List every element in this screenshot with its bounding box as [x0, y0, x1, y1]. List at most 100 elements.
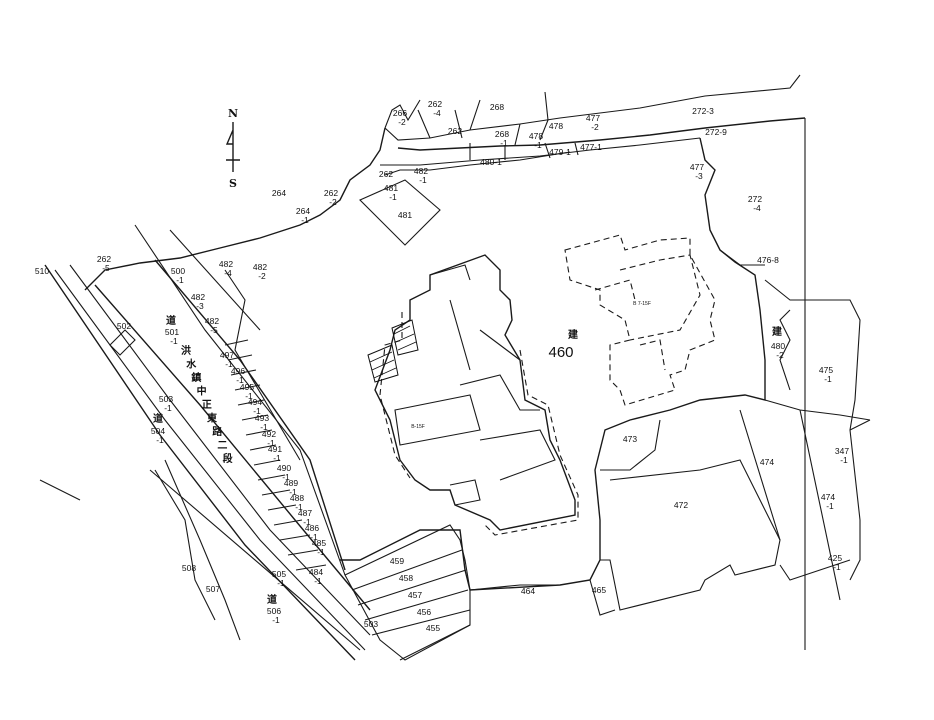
- parcel-subnumber: -2: [398, 117, 406, 127]
- parcel-label: 476-8: [757, 255, 779, 265]
- parcel-subnumber: -1: [317, 547, 325, 557]
- parcel-subnumber: -3: [196, 301, 204, 311]
- parcel-number: 508: [182, 563, 196, 573]
- building-west: B-15F: [367, 254, 579, 536]
- parcel-number: 262: [97, 254, 111, 264]
- parcel-number: 496: [231, 366, 245, 376]
- parcel-number: 502: [117, 321, 131, 331]
- parcel-label: 478: [549, 121, 563, 131]
- main-parcel-number: 460: [548, 344, 573, 361]
- parcel-label: 482-2: [253, 262, 267, 281]
- building-east-label: B 7-15F: [633, 301, 651, 307]
- parcel-label: 262-4: [428, 99, 442, 118]
- parcel-label: 508: [182, 563, 196, 573]
- strip-parcels: [224, 339, 327, 571]
- parcel-subnumber: -1: [314, 576, 322, 586]
- road-name-char: 水: [185, 358, 197, 371]
- parcel-label: 482-5: [205, 316, 219, 335]
- parcel-number: 464: [521, 586, 535, 596]
- parcel-label: 458: [399, 573, 413, 583]
- parcel-subnumber: -4: [433, 108, 441, 118]
- parcel-label: 507: [206, 584, 220, 594]
- parcel-label: 502: [117, 321, 131, 331]
- parcel-subnumber: -1: [273, 453, 281, 463]
- parcel-number: 262: [324, 188, 338, 198]
- parcel-number: 481: [398, 210, 412, 220]
- road-mark-2: 道: [153, 412, 163, 425]
- parcel-label: 477-2: [586, 113, 600, 132]
- parcel-label: 472: [674, 500, 688, 510]
- parcel-number: 262: [379, 169, 393, 179]
- parcel-number: 497: [220, 350, 234, 360]
- parcel-number: 472: [674, 500, 688, 510]
- parcel-number: 482: [253, 262, 267, 272]
- parcel-number: 268: [495, 129, 509, 139]
- parcel-label: 480-2: [771, 341, 785, 360]
- parcel-label: 459: [390, 556, 404, 566]
- parcel-label: 482-4: [219, 259, 233, 278]
- parcel-number: 507: [206, 584, 220, 594]
- parcel-label: 482-3: [191, 292, 205, 311]
- parcel-label: 504-1: [151, 426, 165, 445]
- parcel-subnumber: -1: [277, 578, 285, 588]
- parcel-number: 262: [428, 99, 442, 109]
- parcel-number: 490: [277, 463, 291, 473]
- parcel-subnumber: -1: [260, 422, 268, 432]
- parcel-label: 474-1: [821, 492, 835, 511]
- parcel-label: 506-1: [267, 606, 281, 625]
- parcel-subnumber: -1: [295, 502, 303, 512]
- parcel-label: 481-1: [384, 183, 398, 202]
- parcel-number: 479-1: [549, 147, 571, 157]
- parcel-number: 482: [414, 166, 428, 176]
- parcel-subnumber: -4: [753, 203, 761, 213]
- parcel-label: 503-1: [159, 394, 173, 413]
- parcel-number: 478: [529, 131, 543, 141]
- parcel-subnumber: -1: [282, 472, 290, 482]
- parcel-number: 491: [268, 444, 282, 454]
- parcel-label: 478-1: [529, 131, 543, 150]
- parcel-number: 478: [549, 121, 563, 131]
- road-bands: [39, 224, 371, 661]
- parcel-number: 459: [390, 556, 404, 566]
- parcel-number: 266: [393, 108, 407, 118]
- parcel-number: 476-8: [757, 255, 779, 265]
- parcel-subnumber: -3: [695, 171, 703, 181]
- parcel-subnumber: -1: [164, 403, 172, 413]
- parcel-label: 497-1: [220, 350, 234, 369]
- parcel-label: 486-1: [305, 523, 319, 542]
- parcel-subnumber: -1: [289, 487, 297, 497]
- main-parcel-outline: [340, 137, 871, 616]
- parcel-label: 272-3: [692, 106, 714, 116]
- parcel-number: 474: [821, 492, 835, 502]
- parcel-label: 479-1: [549, 147, 571, 157]
- parcel-label: 503: [364, 619, 378, 629]
- parcel-subnumber: -2: [258, 271, 266, 281]
- parcel-subnumber: -1: [389, 192, 397, 202]
- parcel-number: 482: [205, 316, 219, 326]
- parcel-label: 272-4: [748, 194, 762, 213]
- parcel-subnumber: -4: [224, 268, 232, 278]
- road-name-char: 二: [217, 440, 227, 452]
- parcel-label: 488-1: [290, 493, 304, 512]
- parcel-subnumber: -5: [102, 263, 110, 273]
- parcel-number: 482: [191, 292, 205, 302]
- east-parcel-mark: 建: [771, 325, 783, 338]
- parcel-number: 487: [298, 508, 312, 518]
- road-name-char: 段: [223, 452, 233, 465]
- parcel-subnumber: -2: [591, 122, 599, 132]
- parcel-label: 485-1: [312, 538, 326, 557]
- parcel-label: 501-1: [165, 327, 179, 346]
- parcel-number: 489: [284, 478, 298, 488]
- parcel-number: 474: [760, 457, 774, 467]
- parcel-number: 501: [165, 327, 179, 337]
- parcel-number: 500: [171, 266, 185, 276]
- road-mark-1: 道: [166, 314, 176, 327]
- parcel-label: 465: [592, 585, 606, 595]
- parcel-label: 494-1: [248, 397, 262, 416]
- parcel-subnumber: -1: [236, 375, 244, 385]
- road-name-char: 東: [207, 412, 217, 425]
- north-arrow-icon: [225, 122, 240, 172]
- parcel-label: 477-3: [690, 162, 704, 181]
- parcel-number: 264: [272, 188, 286, 198]
